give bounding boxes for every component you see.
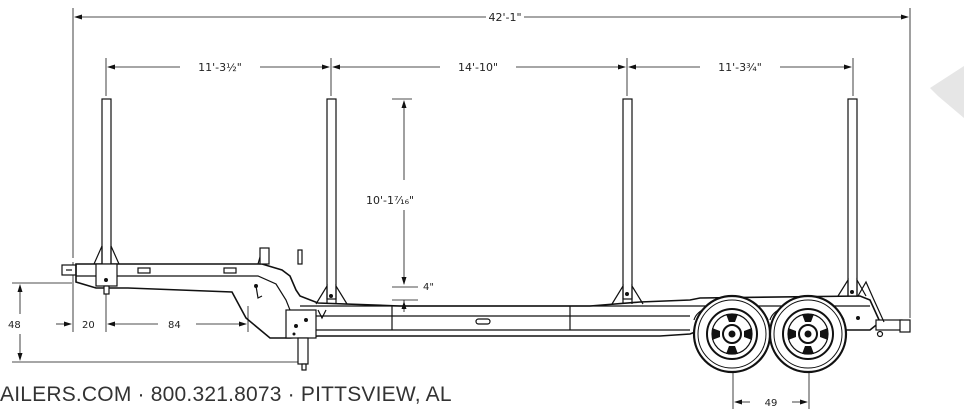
- stake-spacing-dimensions: 11'-3½" 14'-10" 11'-3¾": [105, 58, 854, 96]
- deck-height-label: 48: [8, 320, 21, 331]
- stake-spacing-1-label: 11'-3½": [198, 61, 242, 74]
- deck-height-dimension: 48: [8, 282, 300, 363]
- axle-spacing-label: 49: [765, 398, 778, 409]
- axle-spacing-dimension: 49: [732, 372, 810, 409]
- stakes: [93, 98, 867, 305]
- gooseneck-length-label: 84: [168, 320, 181, 331]
- rear-bumper: [875, 319, 903, 331]
- stake-2: [315, 98, 348, 305]
- tail-light: [899, 319, 911, 333]
- stake-3: [611, 98, 644, 305]
- overall-length-dimension: 42'-1": [72, 8, 911, 318]
- stake-spacing-3-label: 11'-3¾": [718, 61, 762, 74]
- stake-height-dimension: 10'-1⁷⁄₁₆" 4": [366, 98, 434, 312]
- wheel-rear-axle: [768, 294, 848, 374]
- footer-contact: AILERS.COM · 800.321.8073 · PITTSVIEW, A…: [0, 383, 452, 406]
- wheel-front-axle: [692, 294, 772, 374]
- stake-height-label: 10'-1⁷⁄₁₆": [366, 194, 414, 207]
- stake-4: [837, 98, 867, 297]
- stake-1: [93, 98, 120, 295]
- hitch-and-gooseneck-dimensions: 20 84: [56, 262, 249, 332]
- hitch-offset-label: 20: [82, 320, 95, 331]
- overall-length-label: 42'-1": [488, 11, 521, 24]
- landing-gear: [285, 309, 317, 371]
- background-fade-shape: [930, 66, 964, 118]
- deck-slot: [475, 318, 491, 325]
- stake-spacing-2-label: 14'-10": [458, 61, 498, 74]
- trailer-body: [61, 247, 911, 371]
- gooseneck-light: [259, 247, 270, 265]
- bunk-height-label: 4": [423, 282, 434, 293]
